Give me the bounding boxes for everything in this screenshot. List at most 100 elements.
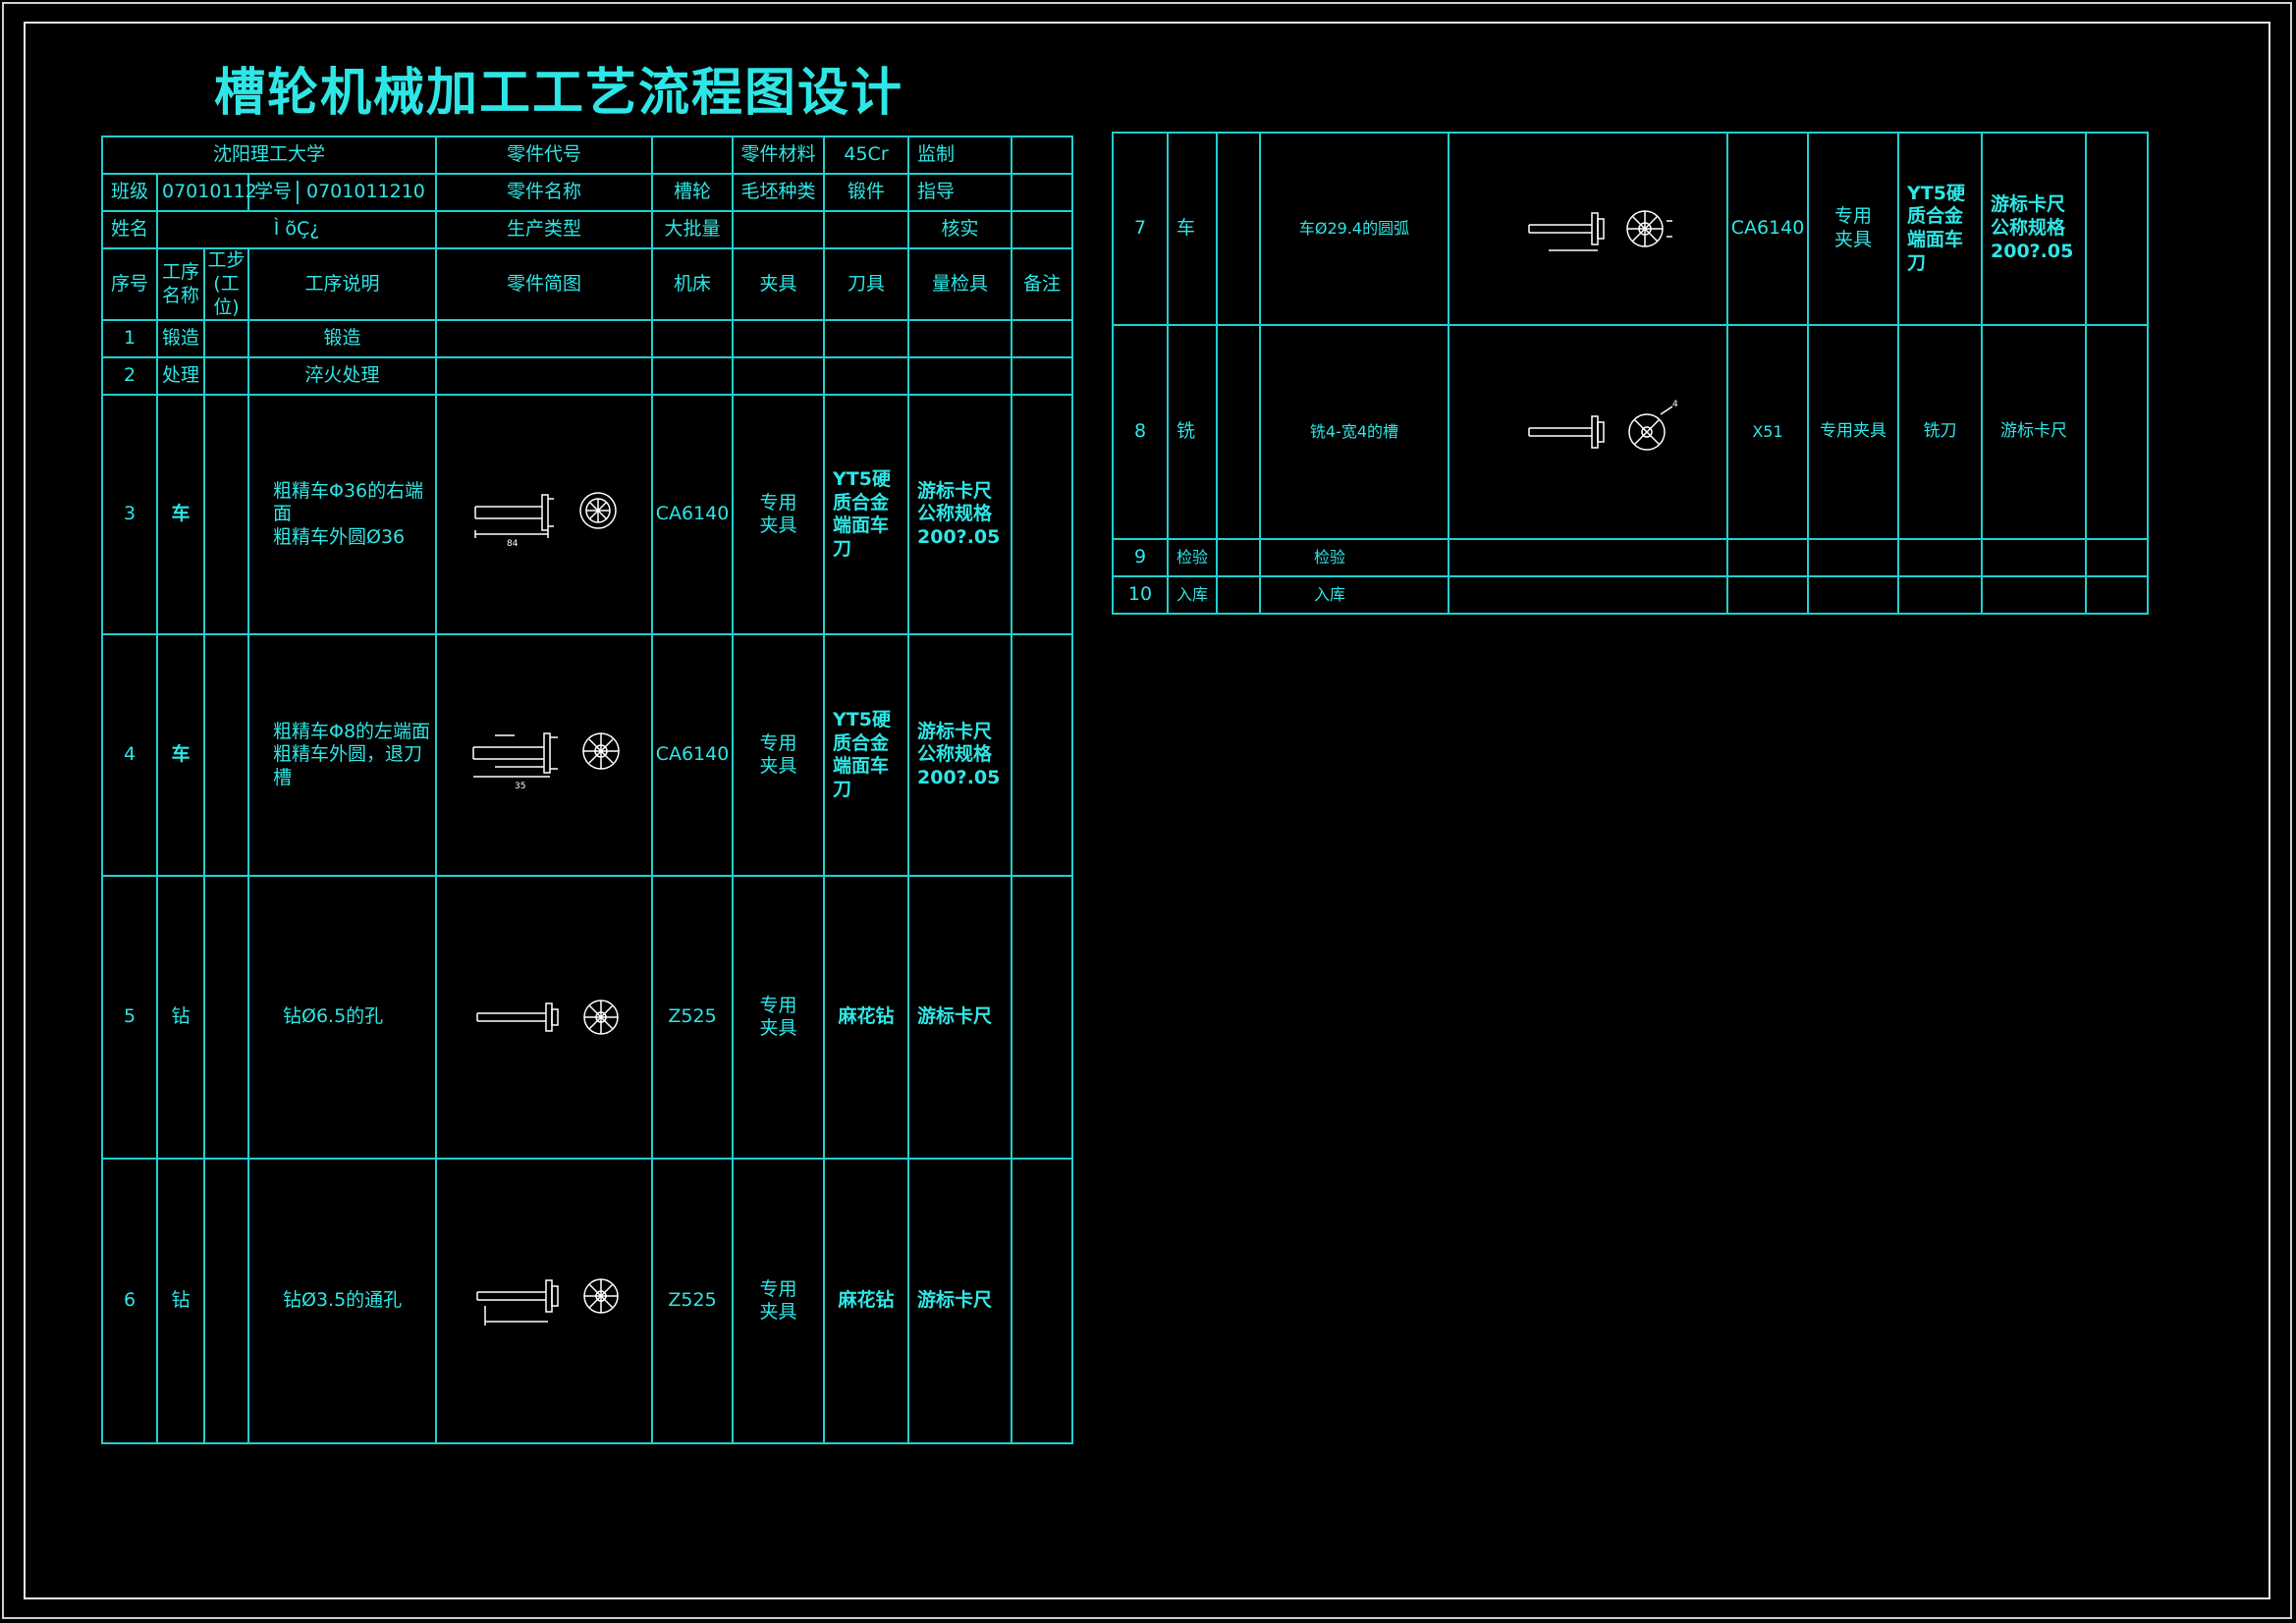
part-code-value xyxy=(651,135,735,175)
part-sketch-drawing: 4 xyxy=(1528,400,1678,451)
dim-label: 35 xyxy=(515,782,525,791)
part-name-label: 零件名称 xyxy=(435,173,654,212)
check-label: 核实 xyxy=(907,210,1013,249)
row-tool: YT5硬 质合金 端面车 刀 xyxy=(823,394,910,636)
guide-label: 指导 xyxy=(907,173,1013,212)
col-tool: 刀具 xyxy=(823,246,910,322)
row-proc: 车 xyxy=(156,394,205,636)
table-row: 10 入库 入库 xyxy=(1112,575,2149,615)
drawing-title: 槽轮机械加工工艺流程图设计 xyxy=(214,64,904,123)
row-seq: 1 xyxy=(101,319,158,359)
row-proc: 车 xyxy=(156,633,205,878)
guide-value xyxy=(1011,173,1074,212)
row-seq: 9 xyxy=(1112,538,1169,577)
row-machine: Z525 xyxy=(651,1158,735,1445)
row-tool: 铣刀 xyxy=(1897,324,1983,540)
class-label: 班级 xyxy=(101,173,158,212)
row-proc: 钻 xyxy=(156,1158,205,1445)
drawing-border xyxy=(24,22,2270,1599)
row-seq: 2 xyxy=(101,356,158,397)
row-fixture: 专用 夹具 xyxy=(732,1158,826,1445)
dim-label: 4 xyxy=(1672,400,1678,409)
part-sketch-drawing: 84 xyxy=(474,492,617,549)
row-machine: CA6140 xyxy=(651,394,735,636)
row-desc: 车Ø29.4的圆弧 xyxy=(1259,132,1449,326)
row-tool: YT5硬 质合金 端面车 刀 xyxy=(1897,132,1983,326)
row-seq: 3 xyxy=(101,394,158,636)
part-sketch: 4 xyxy=(1448,324,1728,540)
col-seq: 序号 xyxy=(101,246,158,322)
supervise-label: 监制 xyxy=(907,135,1013,175)
row-proc: 铣 xyxy=(1167,324,1218,540)
row-desc: 铣4-宽4的槽 xyxy=(1259,324,1449,540)
table-row: 4 车 粗精车Φ8的左端面 粗精车外圆，退刀槽 35 CA6140 专用 夹具 xyxy=(101,633,1074,878)
table-row: 5 钻 钻Ø6.5的孔 Z525 专用 夹具 麻花钻 游标卡尺 xyxy=(101,875,1074,1161)
name-value: Ì õÇ¿ xyxy=(155,210,438,249)
supervise-value xyxy=(1011,135,1074,175)
table-row: 7 车 车Ø29.4的圆弧 CA6140 专用 夹具 YT5硬 质合金 端面车 … xyxy=(1112,132,2149,326)
row-machine: CA6140 xyxy=(1726,132,1809,326)
row-seq: 10 xyxy=(1112,575,1169,615)
row-proc: 检验 xyxy=(1167,538,1218,577)
row-desc: 粗精车Φ36的右端面 粗精车外圆Ø36 xyxy=(246,394,438,636)
row-proc: 锻造 xyxy=(156,319,205,359)
part-sketch xyxy=(435,1158,654,1445)
school-name: 沈阳理工大学 xyxy=(100,135,438,175)
row-fixture: 专用 夹具 xyxy=(732,633,826,878)
production-type-value: 大批量 xyxy=(651,210,735,249)
part-sketch-drawing xyxy=(1528,210,1672,251)
row-desc: 粗精车Φ8的左端面 粗精车外圆，退刀槽 xyxy=(246,633,438,878)
row-gauge: 游标卡尺 xyxy=(907,1158,1013,1445)
part-sketch-drawing xyxy=(476,1278,619,1326)
row-gauge: 游标卡尺 公称规格 200?.05 xyxy=(1981,132,2087,326)
row-tool: 麻花钻 xyxy=(823,1158,910,1445)
row-desc: 淬火处理 xyxy=(246,356,438,397)
col-remark: 备注 xyxy=(1011,246,1074,322)
table-row: 2 处理 淬火处理 xyxy=(101,356,1074,397)
row-desc: 检验 xyxy=(1259,538,1449,577)
blank-type-value: 锻件 xyxy=(823,173,910,212)
part-sketch-drawing: 35 xyxy=(472,732,620,791)
part-sketch xyxy=(1448,132,1728,326)
student-no-value: 0701011210 xyxy=(306,181,425,203)
col-gauge: 量检具 xyxy=(907,246,1013,322)
table-row: 3 车 粗精车Φ36的右端面 粗精车外圆Ø36 84 CA6140 专用 夹具 … xyxy=(101,394,1074,636)
row-machine: Z525 xyxy=(651,875,735,1161)
material-label: 零件材料 xyxy=(732,135,826,175)
col-step: 工步(工位) xyxy=(203,246,249,322)
row-fixture: 专用 夹具 xyxy=(732,394,826,636)
row-desc: 锻造 xyxy=(246,319,438,359)
row-fixture: 专用 夹具 xyxy=(732,875,826,1161)
row-desc: 钻Ø6.5的孔 xyxy=(246,875,438,1161)
row-machine: X51 xyxy=(1726,324,1809,540)
col-machine: 机床 xyxy=(651,246,735,322)
part-sketch: 84 xyxy=(435,394,654,636)
row-machine: CA6140 xyxy=(651,633,735,878)
row-gauge: 游标卡尺 xyxy=(1981,324,2087,540)
student-no-label: 学号 xyxy=(249,181,299,204)
part-name-value: 槽轮 xyxy=(651,173,735,212)
row-tool: YT5硬 质合金 端面车 刀 xyxy=(823,633,910,878)
table-row: 1 锻造 锻造 xyxy=(101,319,1074,359)
row-gauge: 游标卡尺 xyxy=(907,875,1013,1161)
row-gauge: 游标卡尺 公称规格 200?.05 xyxy=(907,633,1013,878)
row-seq: 8 xyxy=(1112,324,1169,540)
row-proc: 钻 xyxy=(156,875,205,1161)
row-tool: 麻花钻 xyxy=(823,875,910,1161)
class-value: 07010112 xyxy=(156,173,257,212)
row-fixture: 专用夹具 xyxy=(1807,324,1899,540)
name-label: 姓名 xyxy=(101,210,158,249)
table-row: 8 铣 铣4-宽4的槽 4 X51 专用夹具 铣刀 游标卡尺 xyxy=(1112,324,2149,540)
part-sketch: 35 xyxy=(435,633,654,878)
row-proc: 车 xyxy=(1167,132,1218,326)
table-row: 9 检验 检验 xyxy=(1112,538,2149,577)
row-desc: 钻Ø3.5的通孔 xyxy=(246,1158,438,1445)
blank-type-label: 毛坯种类 xyxy=(732,173,826,212)
col-fixture: 夹具 xyxy=(732,246,826,322)
row-proc: 入库 xyxy=(1167,575,1218,615)
row-seq: 6 xyxy=(101,1158,158,1445)
col-sketch: 零件简图 xyxy=(435,246,654,322)
material-value: 45Cr xyxy=(823,135,910,175)
row-seq: 5 xyxy=(101,875,158,1161)
